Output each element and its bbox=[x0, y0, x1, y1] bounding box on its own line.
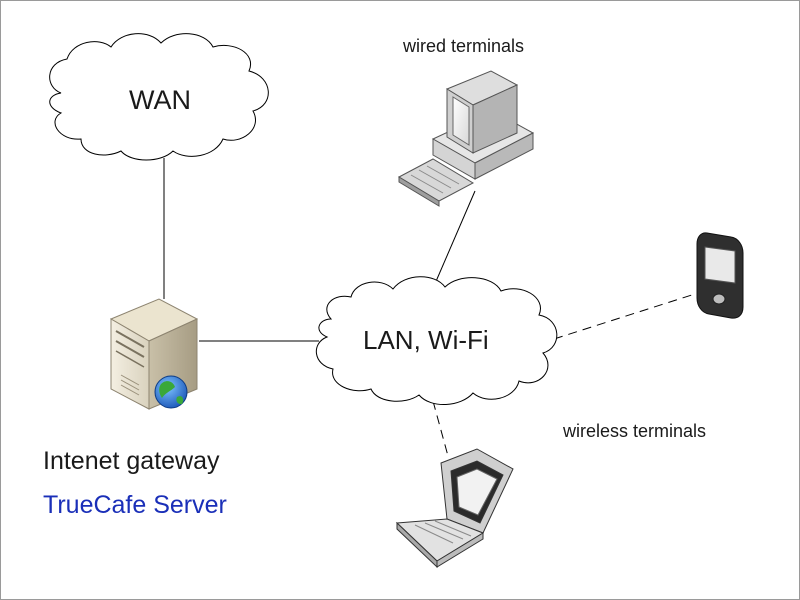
laptop-icon bbox=[395, 448, 514, 569]
wan-cloud bbox=[49, 33, 269, 161]
globe-icon bbox=[154, 375, 188, 409]
mobile-phone-icon bbox=[696, 232, 744, 319]
wireless-terminals-label: wireless terminals bbox=[563, 421, 707, 441]
lan-laptop-link bbox=[432, 400, 449, 457]
desktop-computer-icon bbox=[397, 70, 535, 207]
wired-terminals-label: wired terminals bbox=[403, 36, 525, 56]
server-icon bbox=[109, 298, 199, 410]
wan-cloud-label: WAN bbox=[129, 85, 191, 115]
gateway-label: Intenet gateway bbox=[43, 447, 220, 475]
lan-phone-link bbox=[553, 292, 699, 340]
server-name-label: TrueCafe Server bbox=[43, 491, 227, 519]
lan-cloud-label: LAN, Wi-Fi bbox=[363, 325, 489, 355]
keyboard-icon bbox=[397, 158, 475, 207]
lan-wired-link bbox=[433, 190, 476, 287]
lan-cloud bbox=[316, 276, 558, 406]
